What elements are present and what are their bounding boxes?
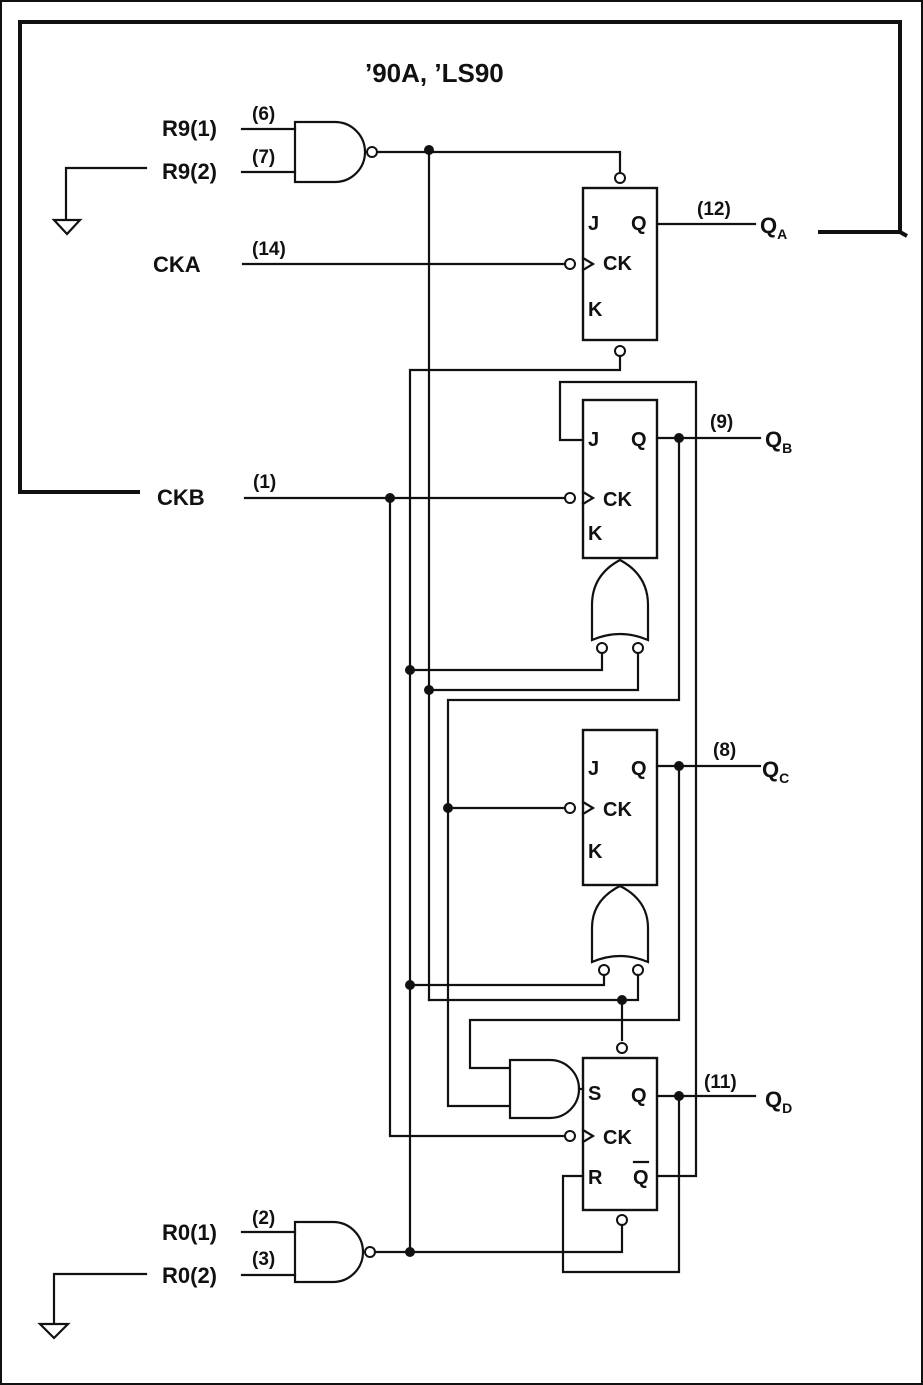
svg-text:J: J (588, 429, 599, 451)
r0-1-label: R0(1) (162, 1220, 217, 1245)
svg-text:J: J (588, 213, 599, 235)
qb-label: QB (765, 427, 792, 456)
svg-text:CK: CK (603, 799, 632, 821)
cka-pin: (14) (252, 239, 286, 260)
r0-2-pin: (3) (252, 1249, 275, 1270)
cka-label: CKA (153, 252, 201, 277)
svg-text:Q: Q (631, 429, 647, 451)
svg-text:CK: CK (603, 1127, 632, 1149)
ground-icon (37, 1272, 148, 1340)
r9-1-label: R9(1) (162, 116, 217, 141)
svg-text:Q: Q (631, 213, 647, 235)
svg-text:K: K (588, 841, 603, 863)
flip-flop-c: J Q CK K (564, 728, 659, 887)
r9-2-pin: (7) (252, 147, 275, 168)
svg-text:Q: Q (633, 1167, 649, 1189)
flip-flop-a: J Q CK K (564, 172, 659, 357)
svg-text:CK: CK (603, 253, 632, 275)
qa-label: QA (760, 213, 787, 242)
svg-text:K: K (588, 299, 603, 321)
svg-text:CK: CK (603, 489, 632, 511)
qd-pin: (11) (704, 1072, 737, 1093)
svg-text:J: J (588, 758, 599, 780)
flip-flop-b: J Q CK K (564, 398, 659, 560)
qc-label: QC (762, 757, 789, 786)
qd-label: QD (765, 1087, 792, 1116)
svg-text:K: K (588, 523, 603, 545)
ground-icon (51, 166, 148, 236)
r0-nand-gate-icon (293, 1220, 376, 1284)
svg-text:R: R (588, 1167, 603, 1189)
and-gate-icon (508, 1058, 581, 1120)
r0-2-label: R0(2) (162, 1263, 217, 1288)
svg-text:Q: Q (631, 758, 647, 780)
r9-2-label: R9(2) (162, 159, 217, 184)
r0-1-pin: (2) (252, 1208, 275, 1229)
qa-pin: (12) (697, 199, 731, 220)
svg-text:Q: Q (631, 1085, 647, 1107)
ckb-pin: (1) (253, 472, 276, 493)
diagram-title: ’90A, ’LS90 (365, 58, 504, 88)
qa-to-ckb-feedback-wire (18, 20, 902, 494)
svg-text:S: S (588, 1083, 601, 1105)
qb-pin: (9) (710, 412, 733, 433)
r9-1-pin: (6) (252, 104, 275, 125)
r9-nand-gate-icon (293, 120, 378, 184)
qc-pin: (8) (713, 740, 736, 761)
ckb-label: CKB (157, 485, 205, 510)
flip-flop-d: S Q CK R Q (564, 1042, 659, 1226)
or-gate-icon (590, 884, 650, 976)
or-gate-icon (590, 558, 650, 654)
